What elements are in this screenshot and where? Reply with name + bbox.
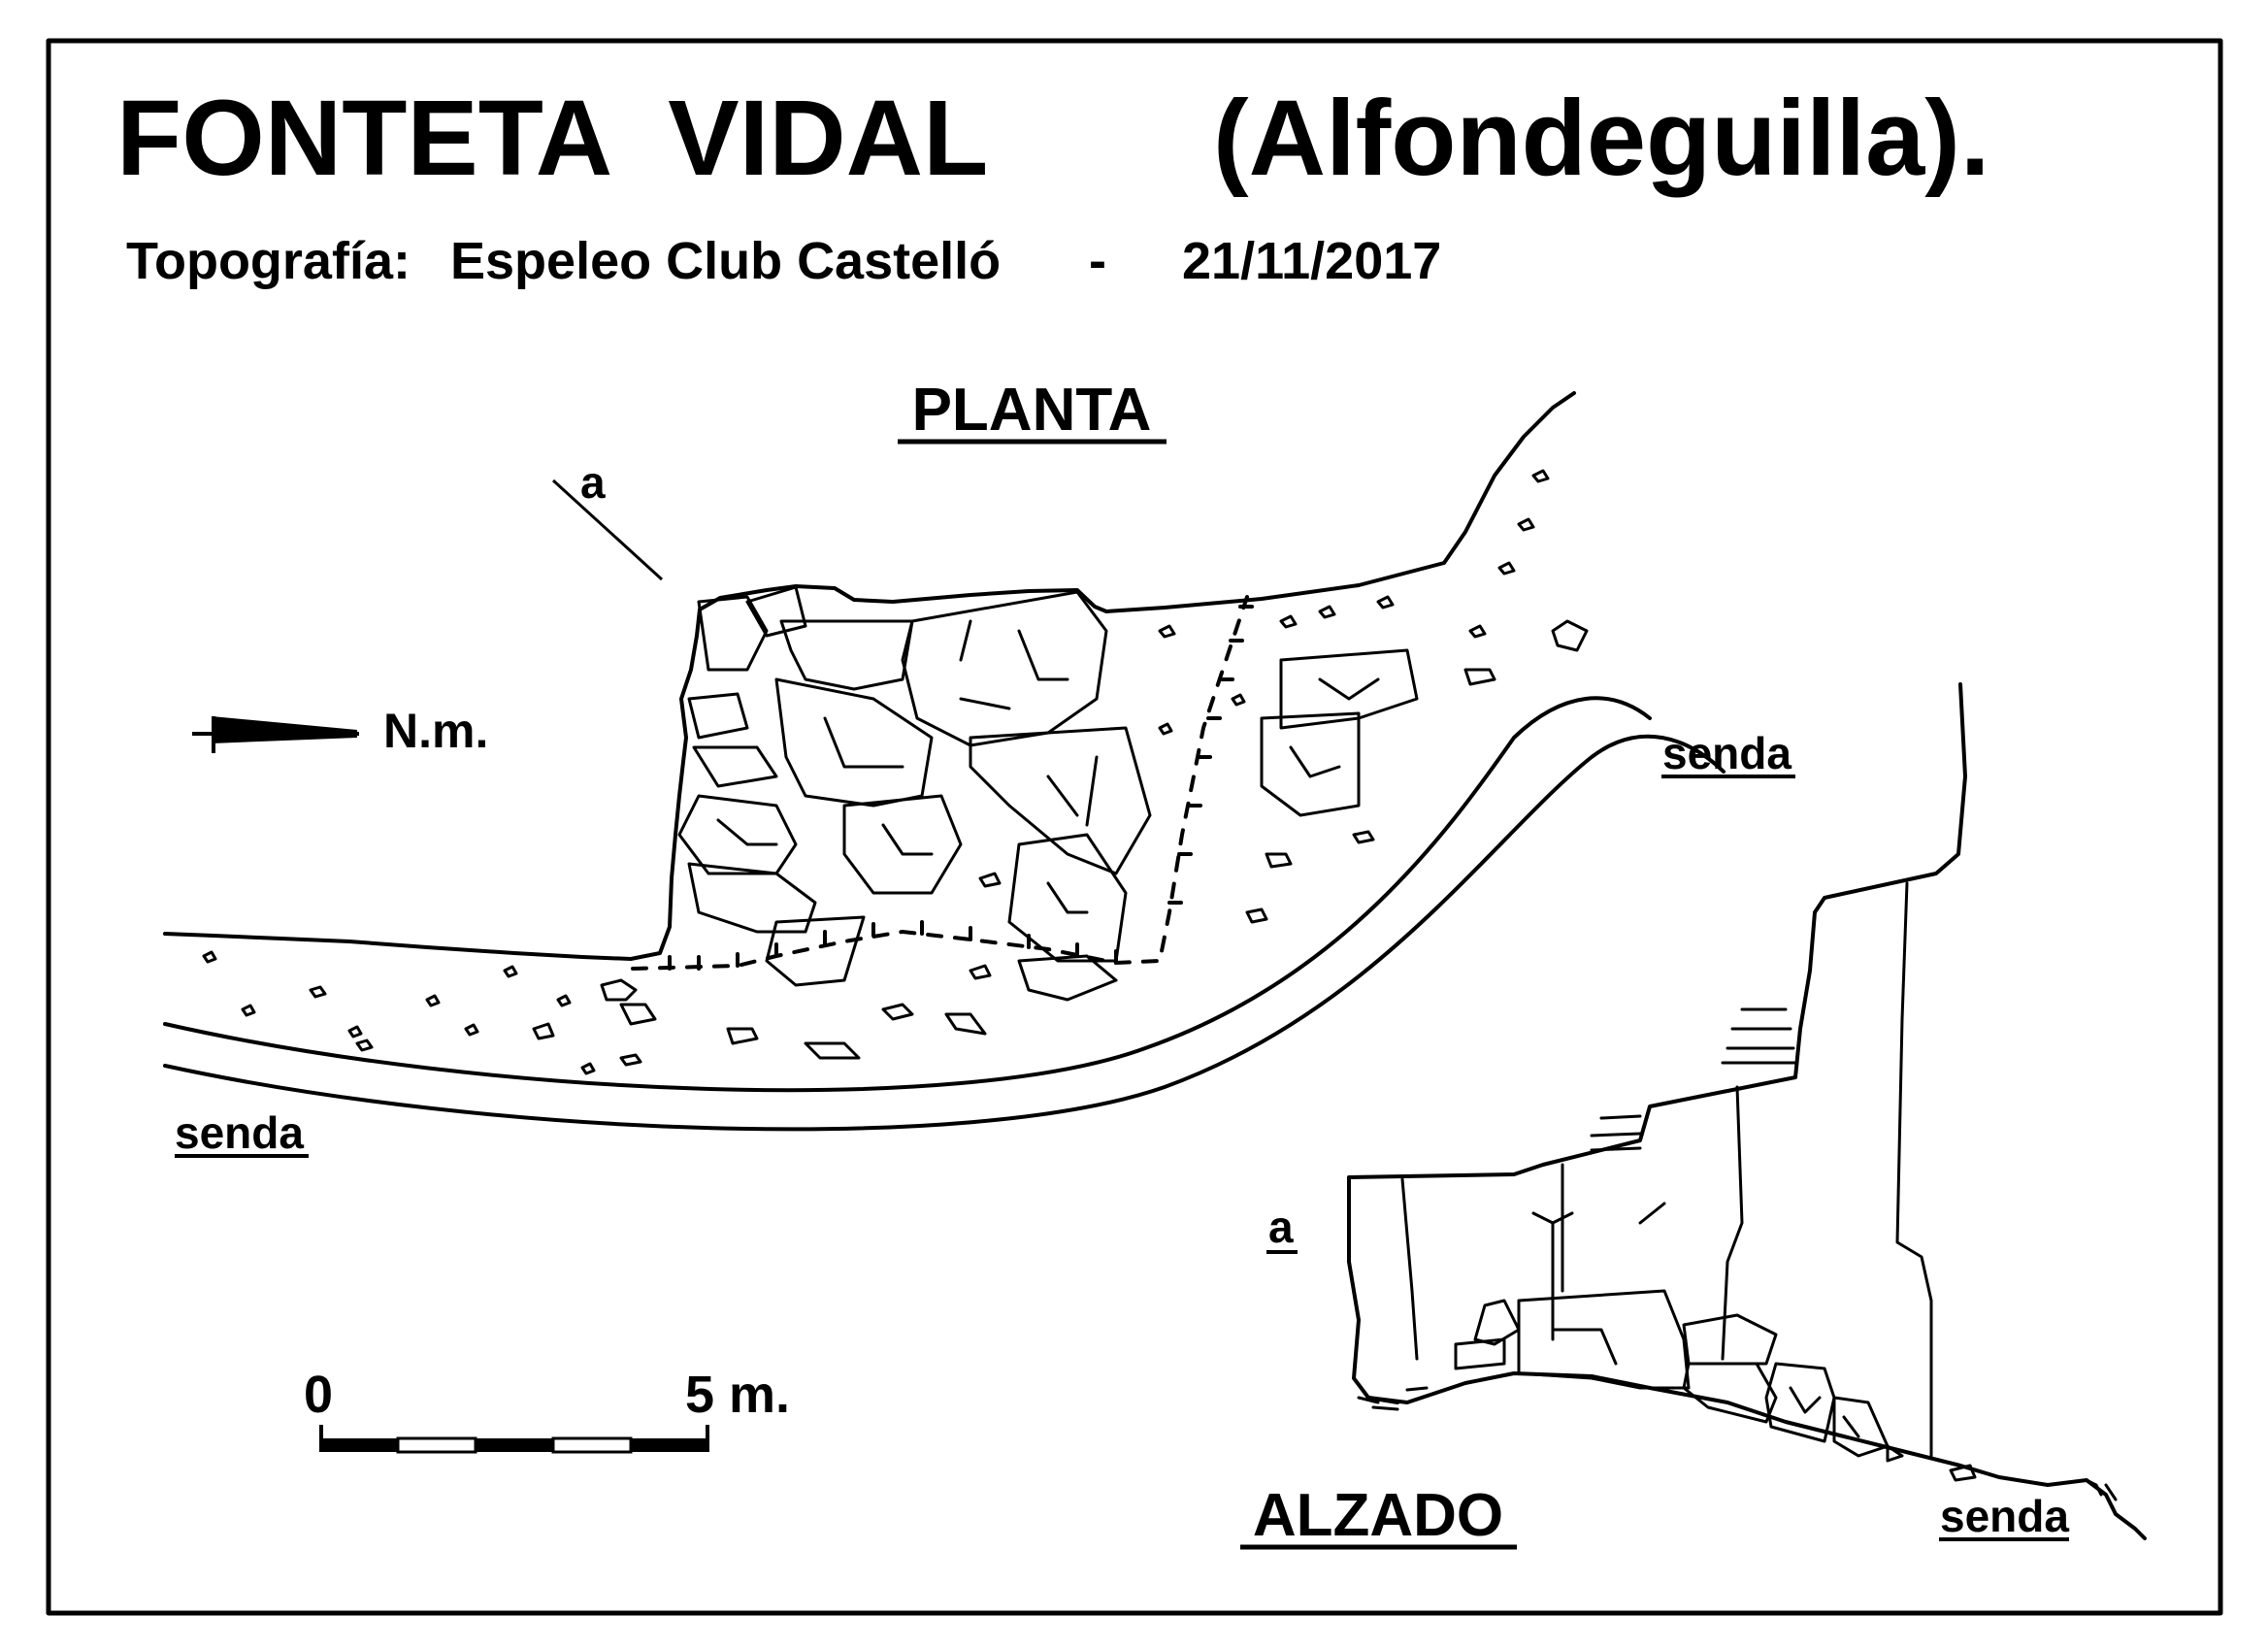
credit-author: Espeleo Club Castelló [450,232,1001,290]
scale-end-label: 5 m. [685,1366,790,1424]
survey-location: (Alfondeguilla). [1213,79,1989,198]
scale-segment-5 [631,1438,708,1452]
path-lower-edge [163,734,1726,1132]
plan-title: PLANTA [912,377,1152,444]
credit-label: Topografía: [126,232,411,290]
path-label-right: senda [1662,728,1791,778]
scale-segment-2 [396,1436,477,1454]
section-line-a [551,478,664,581]
sheet-frame [46,38,2223,1616]
debris [202,469,1589,1075]
dripline [631,595,1254,971]
rock-face-shading [1590,1007,1797,1152]
section-marker-a: a [580,457,606,508]
rock-blocks [677,585,1419,1002]
north-arrow-icon [192,716,359,753]
credit-date: 21/11/2017 [1182,232,1441,290]
path-label-left: senda [175,1107,304,1158]
scale-segment-3 [476,1438,553,1452]
survey-title: FONTETA VIDAL [116,79,988,198]
scale-segment-4 [551,1436,633,1454]
elevation-view: a ALZADO senda [1240,682,2147,1550]
shelter-wall [163,391,1576,961]
rock-face [1347,682,1967,1404]
scale-start-label: 0 [304,1366,333,1424]
elevation-path-label: senda [1940,1491,2069,1541]
plan-view: PLANTA a N.m. senda senda [163,377,1795,1158]
elevation-blocks [1357,1289,2118,1501]
scale-segment-1 [320,1438,398,1452]
rock-cracks [1400,881,1933,1458]
scale-bar: 0 5 m. [304,1366,790,1454]
ground-profile [1366,1371,2147,1540]
north-label: N.m. [383,704,488,758]
path-upper-edge [163,696,1652,1093]
elevation-section-marker: a [1268,1202,1294,1252]
credit-separator: - [1089,232,1106,290]
header: FONTETA VIDAL (Alfondeguilla). Topografí… [116,79,1989,290]
elevation-title: ALZADO [1253,1482,1503,1549]
